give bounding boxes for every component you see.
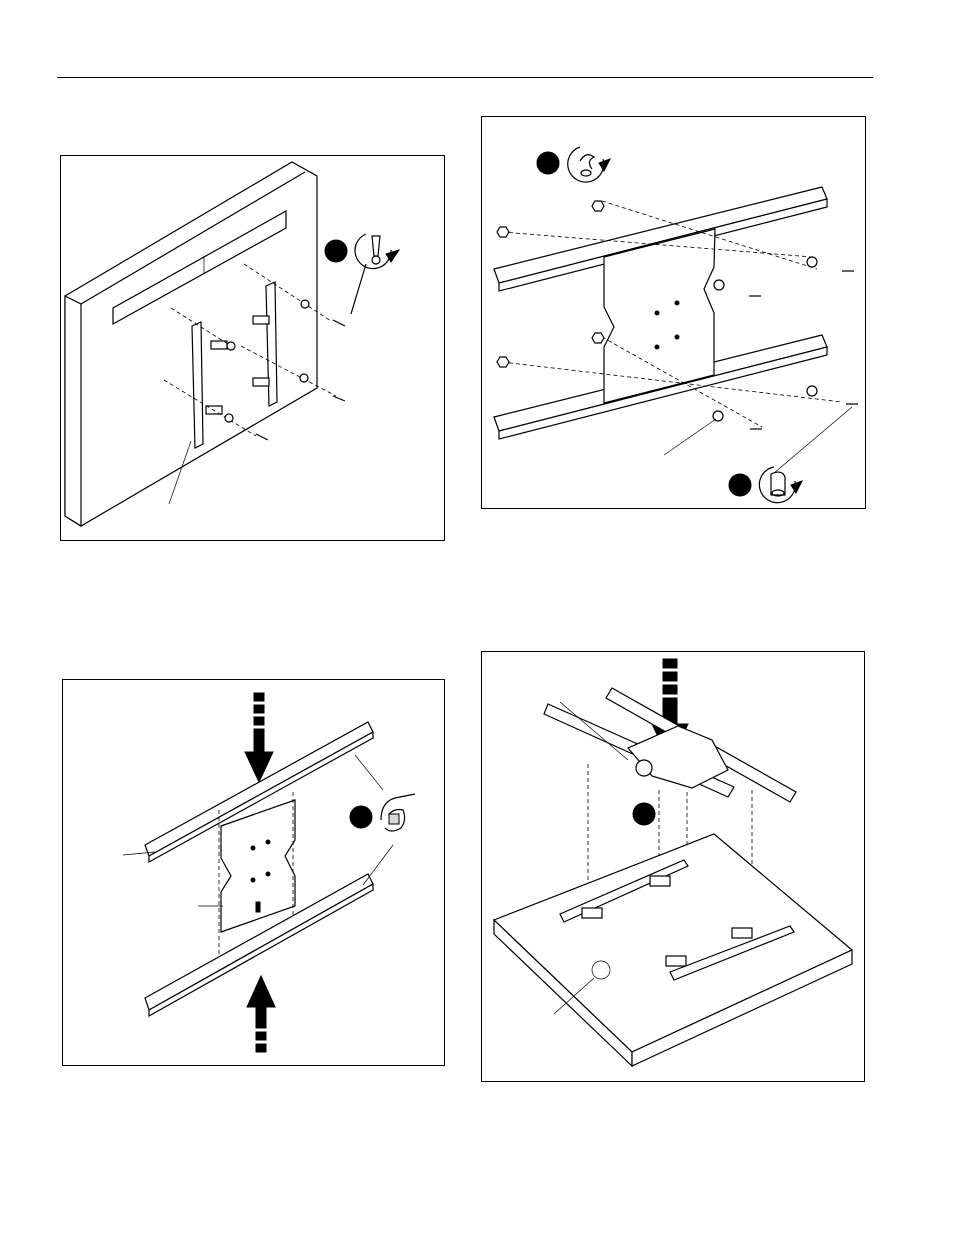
rails-slide-illustration [63,680,446,1067]
arrow-down-icon [245,693,273,782]
screw [333,396,345,401]
tv-brackets-illustration [61,156,446,542]
callout-leader [560,702,628,760]
figure-rails-fasten [481,116,866,509]
nut [592,201,604,211]
figure-tv-brackets-attach [60,155,445,541]
hand-grip-icon [381,794,415,831]
wrench-rotate-icon [568,147,610,182]
nut [497,227,509,237]
callout-leader [363,845,393,885]
tighten-rotate-icon [759,467,802,503]
arrow-up-icon [247,976,275,1052]
screw [333,320,345,326]
plate-lower-illustration [482,652,866,1083]
callout-leader [664,419,716,455]
step-bullet [633,803,655,825]
screwdriver-rotate-icon [351,234,399,314]
screw [256,434,268,440]
rails-fasten-illustration [482,117,867,510]
step-bullet [537,152,559,174]
figure-rails-slide-together [62,679,445,1066]
step-bullet [350,806,372,828]
callout-leader [355,755,383,790]
header-rule [57,77,873,78]
mounting-plate [604,229,715,403]
step-bullet [729,474,751,496]
step-bullet [325,240,347,262]
callout-leader [774,407,852,473]
nut [497,357,509,367]
nut [592,333,604,343]
figure-plate-lower-onto-tv [481,651,865,1082]
